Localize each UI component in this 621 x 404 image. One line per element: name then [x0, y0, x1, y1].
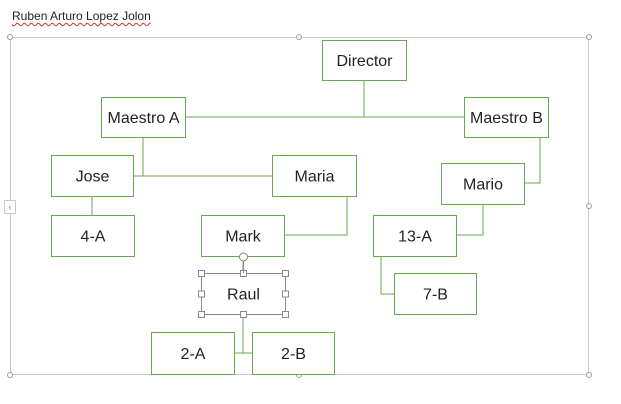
org-node-jose[interactable]: Jose	[51, 155, 134, 197]
rotate-handle-icon[interactable]	[239, 252, 248, 262]
org-node-label: Maria	[294, 169, 334, 186]
org-node-label: 2-B	[281, 346, 306, 363]
org-node-box[interactable]	[252, 332, 335, 375]
selection-handle[interactable]	[282, 290, 289, 298]
org-node-2-b[interactable]: 2-B	[252, 332, 335, 375]
org-node-label: Maestro B	[470, 110, 543, 127]
chevron-left-icon[interactable]: ‹	[4, 200, 16, 214]
org-node-maestro-a[interactable]: Maestro A	[101, 97, 186, 138]
connector-mario-to-13a	[456, 204, 484, 236]
connector-director-to-maestro-a	[185, 80, 365, 118]
org-node-box[interactable]	[373, 215, 457, 257]
connector-maestro-a-to-jose	[133, 137, 144, 177]
frame-handle-bottom-right[interactable]	[586, 372, 592, 378]
org-node-raul[interactable]: Raul	[201, 273, 286, 315]
frame-handle-top-left[interactable]	[7, 34, 13, 40]
org-node-director[interactable]: Director	[322, 40, 407, 81]
frame-handle-top-right[interactable]	[586, 34, 592, 40]
org-node-7-b[interactable]: 7-B	[394, 273, 477, 315]
org-node-label: 13-A	[398, 229, 432, 246]
org-node-maria[interactable]: Maria	[272, 155, 357, 197]
connector-maria-to-mark	[284, 196, 348, 236]
org-node-maestro-b[interactable]: Maestro B	[464, 97, 549, 138]
connector-maestro-b-to-mario	[524, 137, 541, 184]
selection-handle[interactable]	[198, 290, 205, 298]
org-node-label: 7-B	[423, 287, 448, 304]
org-node-mark[interactable]: Mark	[201, 215, 285, 257]
org-node-box[interactable]	[464, 97, 549, 138]
selection-handle[interactable]	[198, 311, 205, 318]
org-node-label: Mark	[225, 229, 262, 246]
org-node-4-a[interactable]: 4-A	[51, 215, 135, 257]
org-node-box[interactable]	[322, 40, 407, 81]
org-node-box[interactable]	[51, 215, 135, 257]
org-node-label: Director	[336, 53, 393, 70]
selection-handle[interactable]	[282, 311, 289, 318]
org-node-mario[interactable]: Mario	[441, 163, 525, 205]
frame-handle-bottom-left[interactable]	[7, 372, 13, 378]
org-node-box[interactable]	[151, 332, 235, 375]
org-node-box[interactable]	[394, 273, 477, 315]
org-node-box[interactable]	[441, 163, 525, 205]
org-node-label: Jose	[76, 169, 110, 186]
org-node-13-a[interactable]: 13-A	[373, 215, 457, 257]
org-node-box[interactable]	[201, 215, 285, 257]
org-node-label: Maestro A	[107, 110, 179, 127]
selection-handle[interactable]	[240, 311, 247, 318]
document-author-line: Ruben Arturo Lopez Jolon	[12, 9, 151, 23]
selection-handle[interactable]	[198, 270, 205, 277]
org-node-box[interactable]	[51, 155, 134, 197]
frame-handle-top-center[interactable]	[296, 34, 302, 40]
connector-raul-to-2a	[234, 314, 244, 354]
org-chart-connectors	[91, 80, 541, 354]
org-node-label: 2-A	[181, 346, 206, 363]
org-node-box[interactable]	[272, 155, 357, 197]
org-node-label: 4-A	[81, 229, 106, 246]
org-node-label: Mario	[463, 177, 503, 194]
org-node-2-a[interactable]: 2-A	[151, 332, 235, 375]
selection-handle[interactable]	[282, 270, 289, 277]
connector-13a-to-7b	[380, 256, 394, 295]
frame-handle-middle-right[interactable]	[586, 203, 592, 209]
org-node-label: Raul	[227, 287, 260, 304]
org-node-box[interactable]	[101, 97, 186, 138]
